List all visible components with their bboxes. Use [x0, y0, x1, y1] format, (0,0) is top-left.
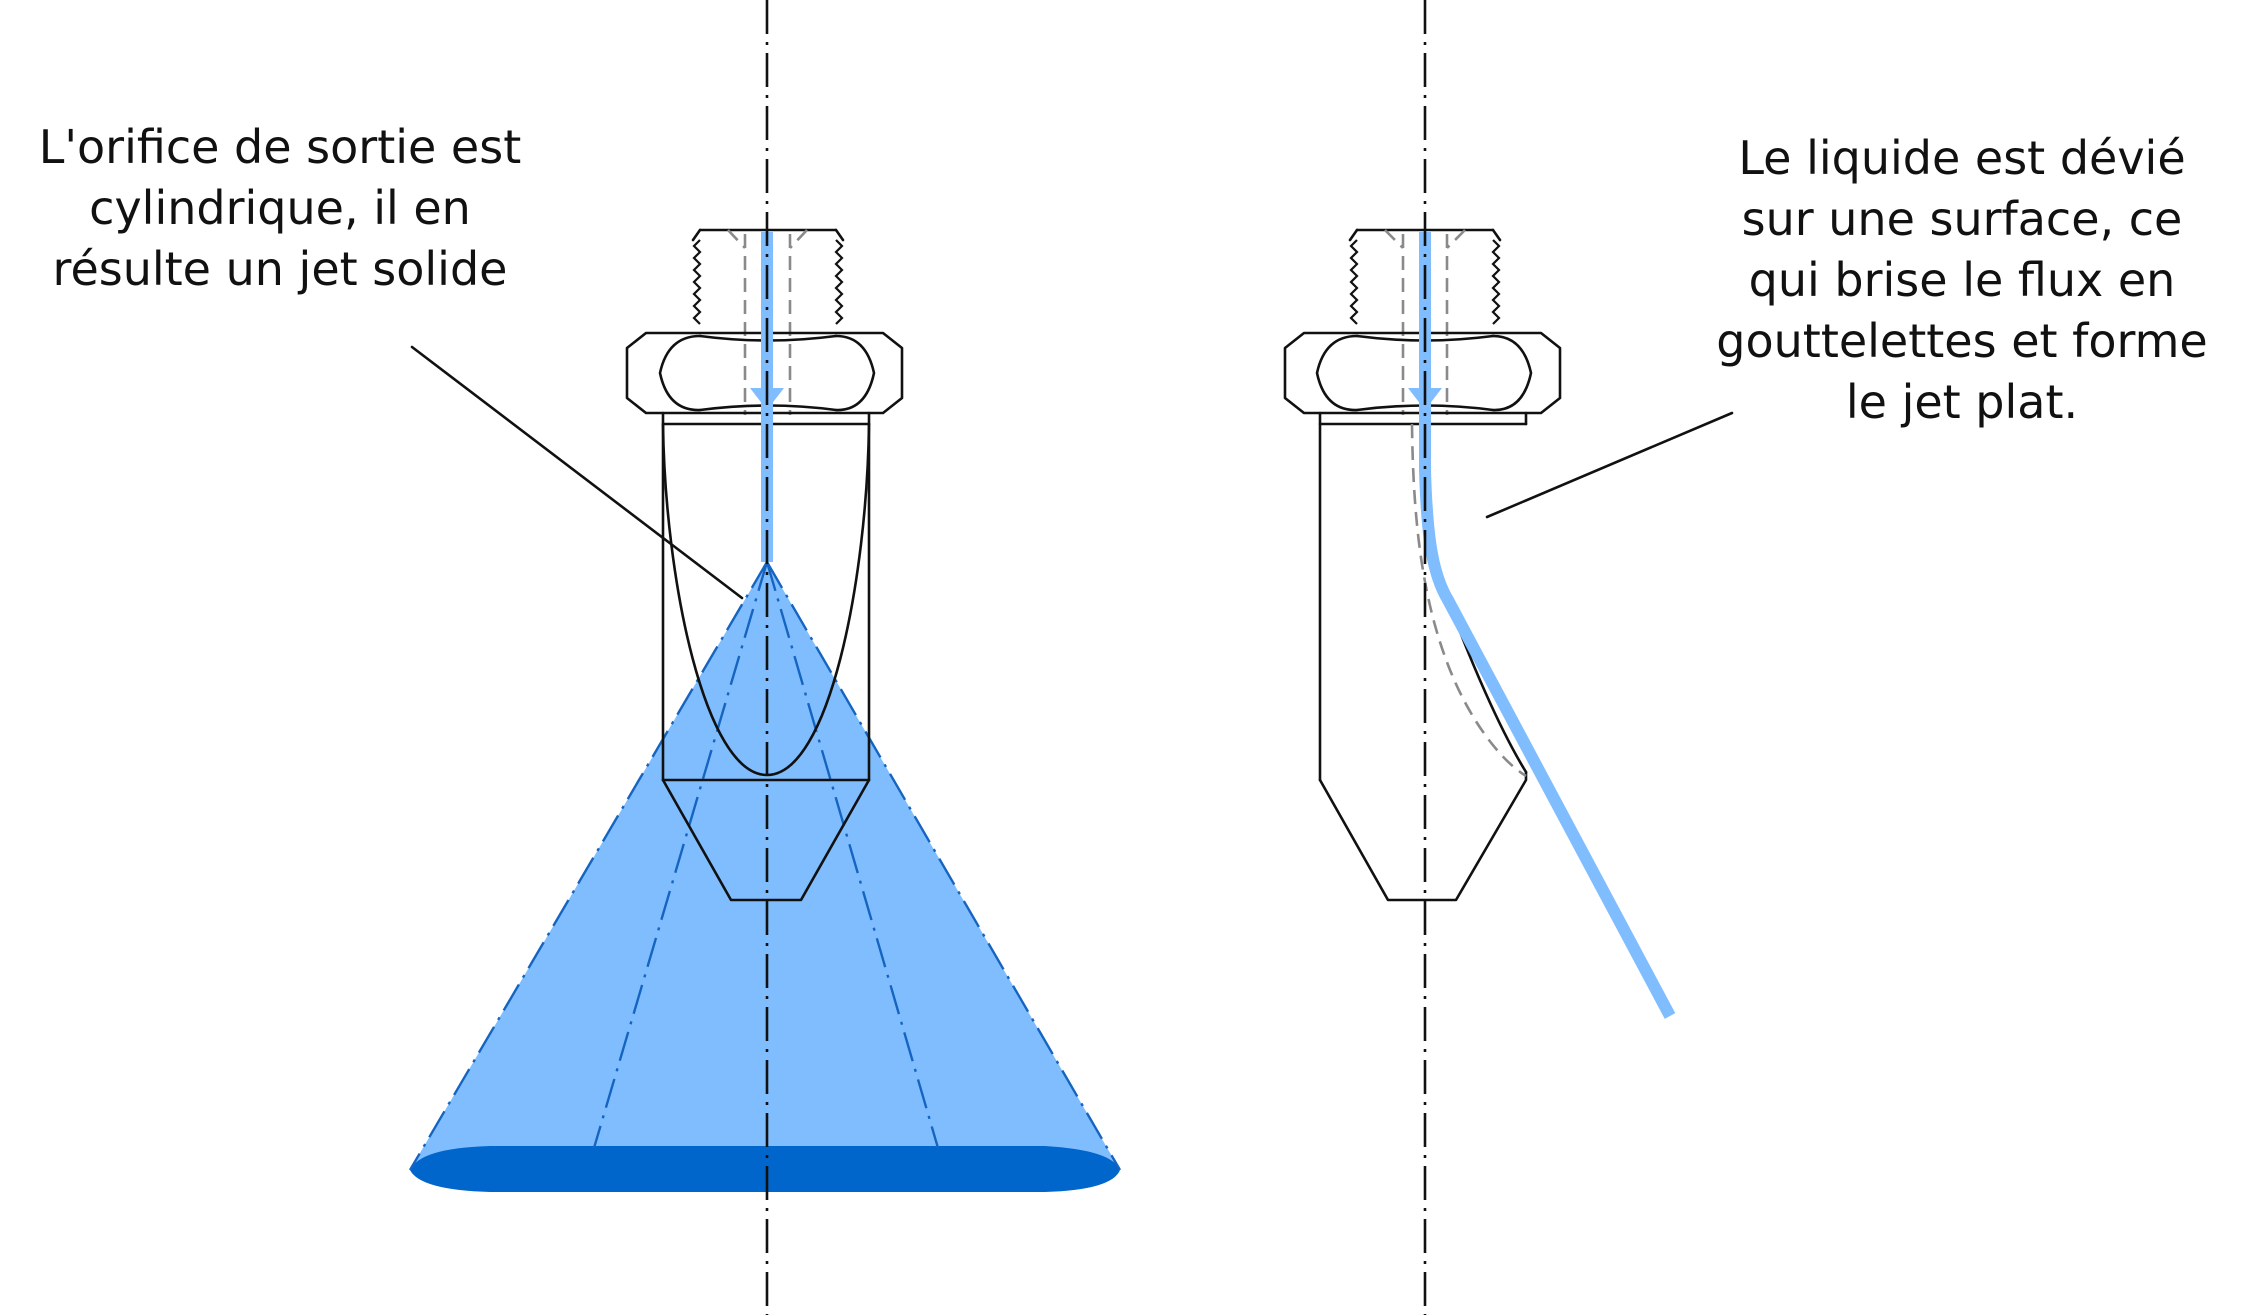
right-caption-line: le jet plat. — [1845, 375, 2079, 429]
threaded-inlet — [691, 228, 845, 415]
spray-inner-left — [592, 561, 769, 1149]
left-caption-line: L'orifice de sortie est — [38, 120, 522, 174]
right-nozzle — [1283, 0, 1676, 1315]
left-nozzle — [408, 0, 1122, 1315]
spray-cone — [410, 562, 1120, 1170]
spray-edge-left — [408, 561, 769, 1171]
right-caption-line: qui brise le flux en — [1748, 253, 2176, 307]
spray-inner-right — [765, 561, 940, 1149]
right-caption-line: sur une surface, ce — [1741, 192, 2183, 246]
left-caption: L'orifice de sortie est cylindrique, il … — [0, 117, 560, 300]
left-caption-line: cylindrique, il en — [89, 181, 471, 235]
leader-line-right — [1485, 411, 1734, 519]
spray-edge-right — [765, 561, 1122, 1171]
liquid-flat-jet — [1419, 232, 1676, 1019]
right-caption-line: gouttelettes et forme — [1716, 314, 2208, 368]
spray-base — [410, 1146, 1120, 1192]
left-caption-line: résulte un jet solide — [52, 242, 508, 296]
leader-line-left — [410, 345, 744, 600]
right-caption: Le liquide est dévié sur une surface, ce… — [1680, 128, 2244, 433]
right-caption-line: Le liquide est dévié — [1738, 131, 2186, 185]
